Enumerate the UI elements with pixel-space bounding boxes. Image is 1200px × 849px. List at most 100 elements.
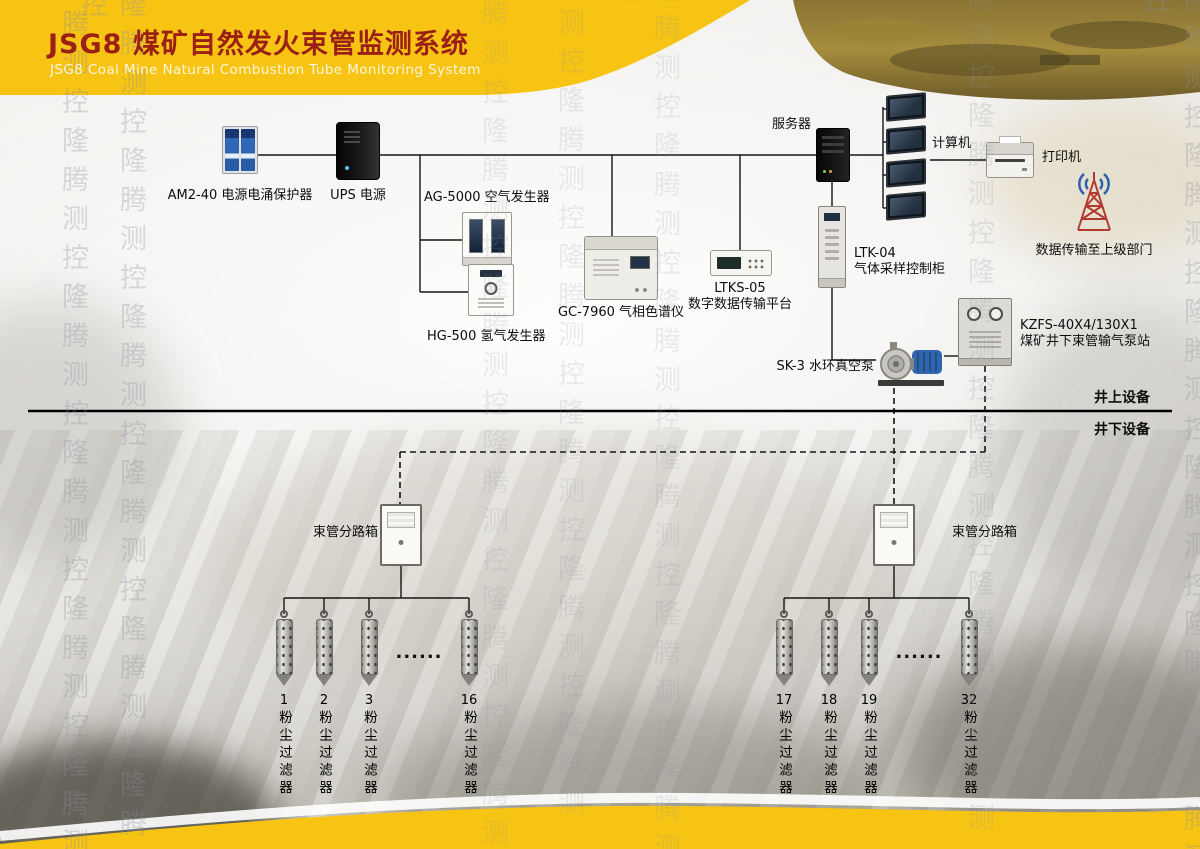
air-generator-base (463, 257, 511, 265)
filter-label: 粉尘过滤器 (461, 710, 477, 798)
filter-cone-icon (461, 675, 477, 686)
filter-body-icon (460, 619, 478, 675)
server-led (823, 170, 826, 173)
filter-label: 粉尘过滤器 (961, 710, 977, 798)
page-title: JSG8 煤矿自然发火束管监测系统 (48, 29, 469, 60)
pump-station-gauge (967, 307, 981, 321)
background-blob (980, 100, 1200, 260)
branch-box-left-device (380, 504, 422, 566)
filter-body-icon (820, 619, 838, 675)
filter-number: 16 (460, 693, 478, 708)
ups-label: UPS 电源 (330, 188, 386, 203)
filter-ring-icon (825, 610, 833, 618)
ellipsis-left: ...... (395, 642, 443, 663)
air-generator-label: AG-5000 空气发生器 (424, 190, 550, 205)
pump-station-base (959, 358, 1011, 365)
zone-label-surface: 井上设备 (1094, 390, 1150, 406)
filter-ring-icon (780, 610, 788, 618)
pump-station-name: 煤矿井下束管输气泵站 (1020, 334, 1151, 349)
sampling-cabinet-ports (825, 229, 839, 232)
filter-cone-icon (276, 675, 292, 686)
dust-filter-19: 19 粉尘过滤器 (857, 610, 881, 798)
filter-ring-icon (320, 610, 328, 618)
data-platform-device (710, 250, 772, 276)
gas-chromatograph-vents (593, 259, 619, 261)
printer-slot (995, 159, 1025, 162)
filter-label: 粉尘过滤器 (776, 710, 792, 798)
branch-box-plate (880, 512, 908, 528)
printer-lid (987, 143, 1033, 155)
filter-cone-icon (361, 675, 377, 686)
hydrogen-generator-vents (478, 298, 504, 300)
zone-label-underground: 井下设备 (1094, 422, 1150, 438)
filter-ring-icon (865, 610, 873, 618)
footer-yellow-band (0, 805, 1200, 849)
filter-number: 19 (860, 693, 878, 708)
footer-wave (0, 792, 1200, 849)
vacuum-pump-label: SK-3 水环真空泵 (776, 359, 874, 374)
computer-label: 计算机 (932, 136, 972, 151)
filter-ring-icon (280, 610, 288, 618)
gas-chromatograph-label: GC-7960 气相色谱仪 (557, 305, 685, 320)
filter-number: 17 (775, 693, 793, 708)
air-generator-window (469, 219, 483, 253)
hydrogen-generator-label: HG-500 氢气发生器 (427, 329, 546, 344)
vacuum-pump-device (876, 336, 948, 388)
gas-chromatograph-device (584, 236, 658, 300)
server-label: 服务器 (772, 117, 812, 132)
background-blob (1000, 300, 1200, 600)
filter-cone-icon (821, 675, 837, 686)
data-platform-model: LTKS-05 (714, 281, 766, 296)
branch-box-lock (891, 540, 897, 545)
filter-body-icon (360, 619, 378, 675)
hydrogen-generator-device (468, 264, 514, 316)
surge-protector-device (222, 126, 258, 174)
dust-filter-17: 17 粉尘过滤器 (772, 610, 796, 798)
branch-box-right-device (873, 504, 915, 566)
filter-number: 2 (319, 693, 329, 708)
filter-label: 粉尘过滤器 (276, 710, 292, 798)
filter-body-icon (275, 619, 293, 675)
sampling-cabinet-base (819, 278, 845, 287)
server-slots (822, 136, 844, 139)
data-platform-name: 数字数据传输平台 (687, 297, 792, 312)
filter-body-icon (960, 619, 978, 675)
sampling-cabinet-display (824, 213, 840, 221)
filter-ring-icon (365, 610, 373, 618)
filter-ring-icon (965, 610, 973, 618)
filter-label: 粉尘过滤器 (821, 710, 837, 798)
vacuum-pump-icon (878, 342, 944, 386)
antenna-label: 数据传输至上级部门 (1035, 243, 1153, 258)
printer-button (1022, 168, 1027, 171)
hydrogen-generator-gauge (484, 282, 498, 295)
header-banner (0, 0, 1200, 100)
filter-body-icon (860, 619, 878, 675)
air-generator-device (462, 212, 512, 266)
radio-tower-icon (1077, 172, 1111, 231)
ups-led (345, 166, 349, 170)
filter-cone-icon (861, 675, 877, 686)
pump-station-model: KZFS-40X4/130X1 (1020, 318, 1138, 333)
printer-label: 打印机 (1042, 150, 1082, 165)
filter-number: 3 (364, 693, 374, 708)
gas-chromatograph-display (630, 256, 650, 269)
filter-label: 粉尘过滤器 (316, 710, 332, 798)
surge-protector-icon (222, 126, 258, 174)
pump-station-gauge (989, 307, 1003, 321)
sampling-cabinet-device (818, 206, 846, 288)
gas-chromatograph-button (643, 288, 647, 292)
gas-chromatograph-button (635, 288, 639, 292)
branch-box-left-label: 束管分路箱 (312, 525, 378, 540)
monitor-icon (886, 158, 926, 188)
dust-filter-3: 3 粉尘过滤器 (357, 610, 381, 798)
sampling-cabinet-name: 气体采样控制柜 (854, 262, 946, 277)
filter-cone-icon (316, 675, 332, 686)
hydrogen-generator-display (480, 270, 502, 277)
filter-number: 1 (279, 693, 289, 708)
dust-filter-1: 1 粉尘过滤器 (272, 610, 296, 798)
pump-station-vents (969, 331, 1001, 333)
air-generator-window (491, 219, 505, 253)
filter-body-icon (775, 619, 793, 675)
filter-cone-icon (961, 675, 977, 686)
